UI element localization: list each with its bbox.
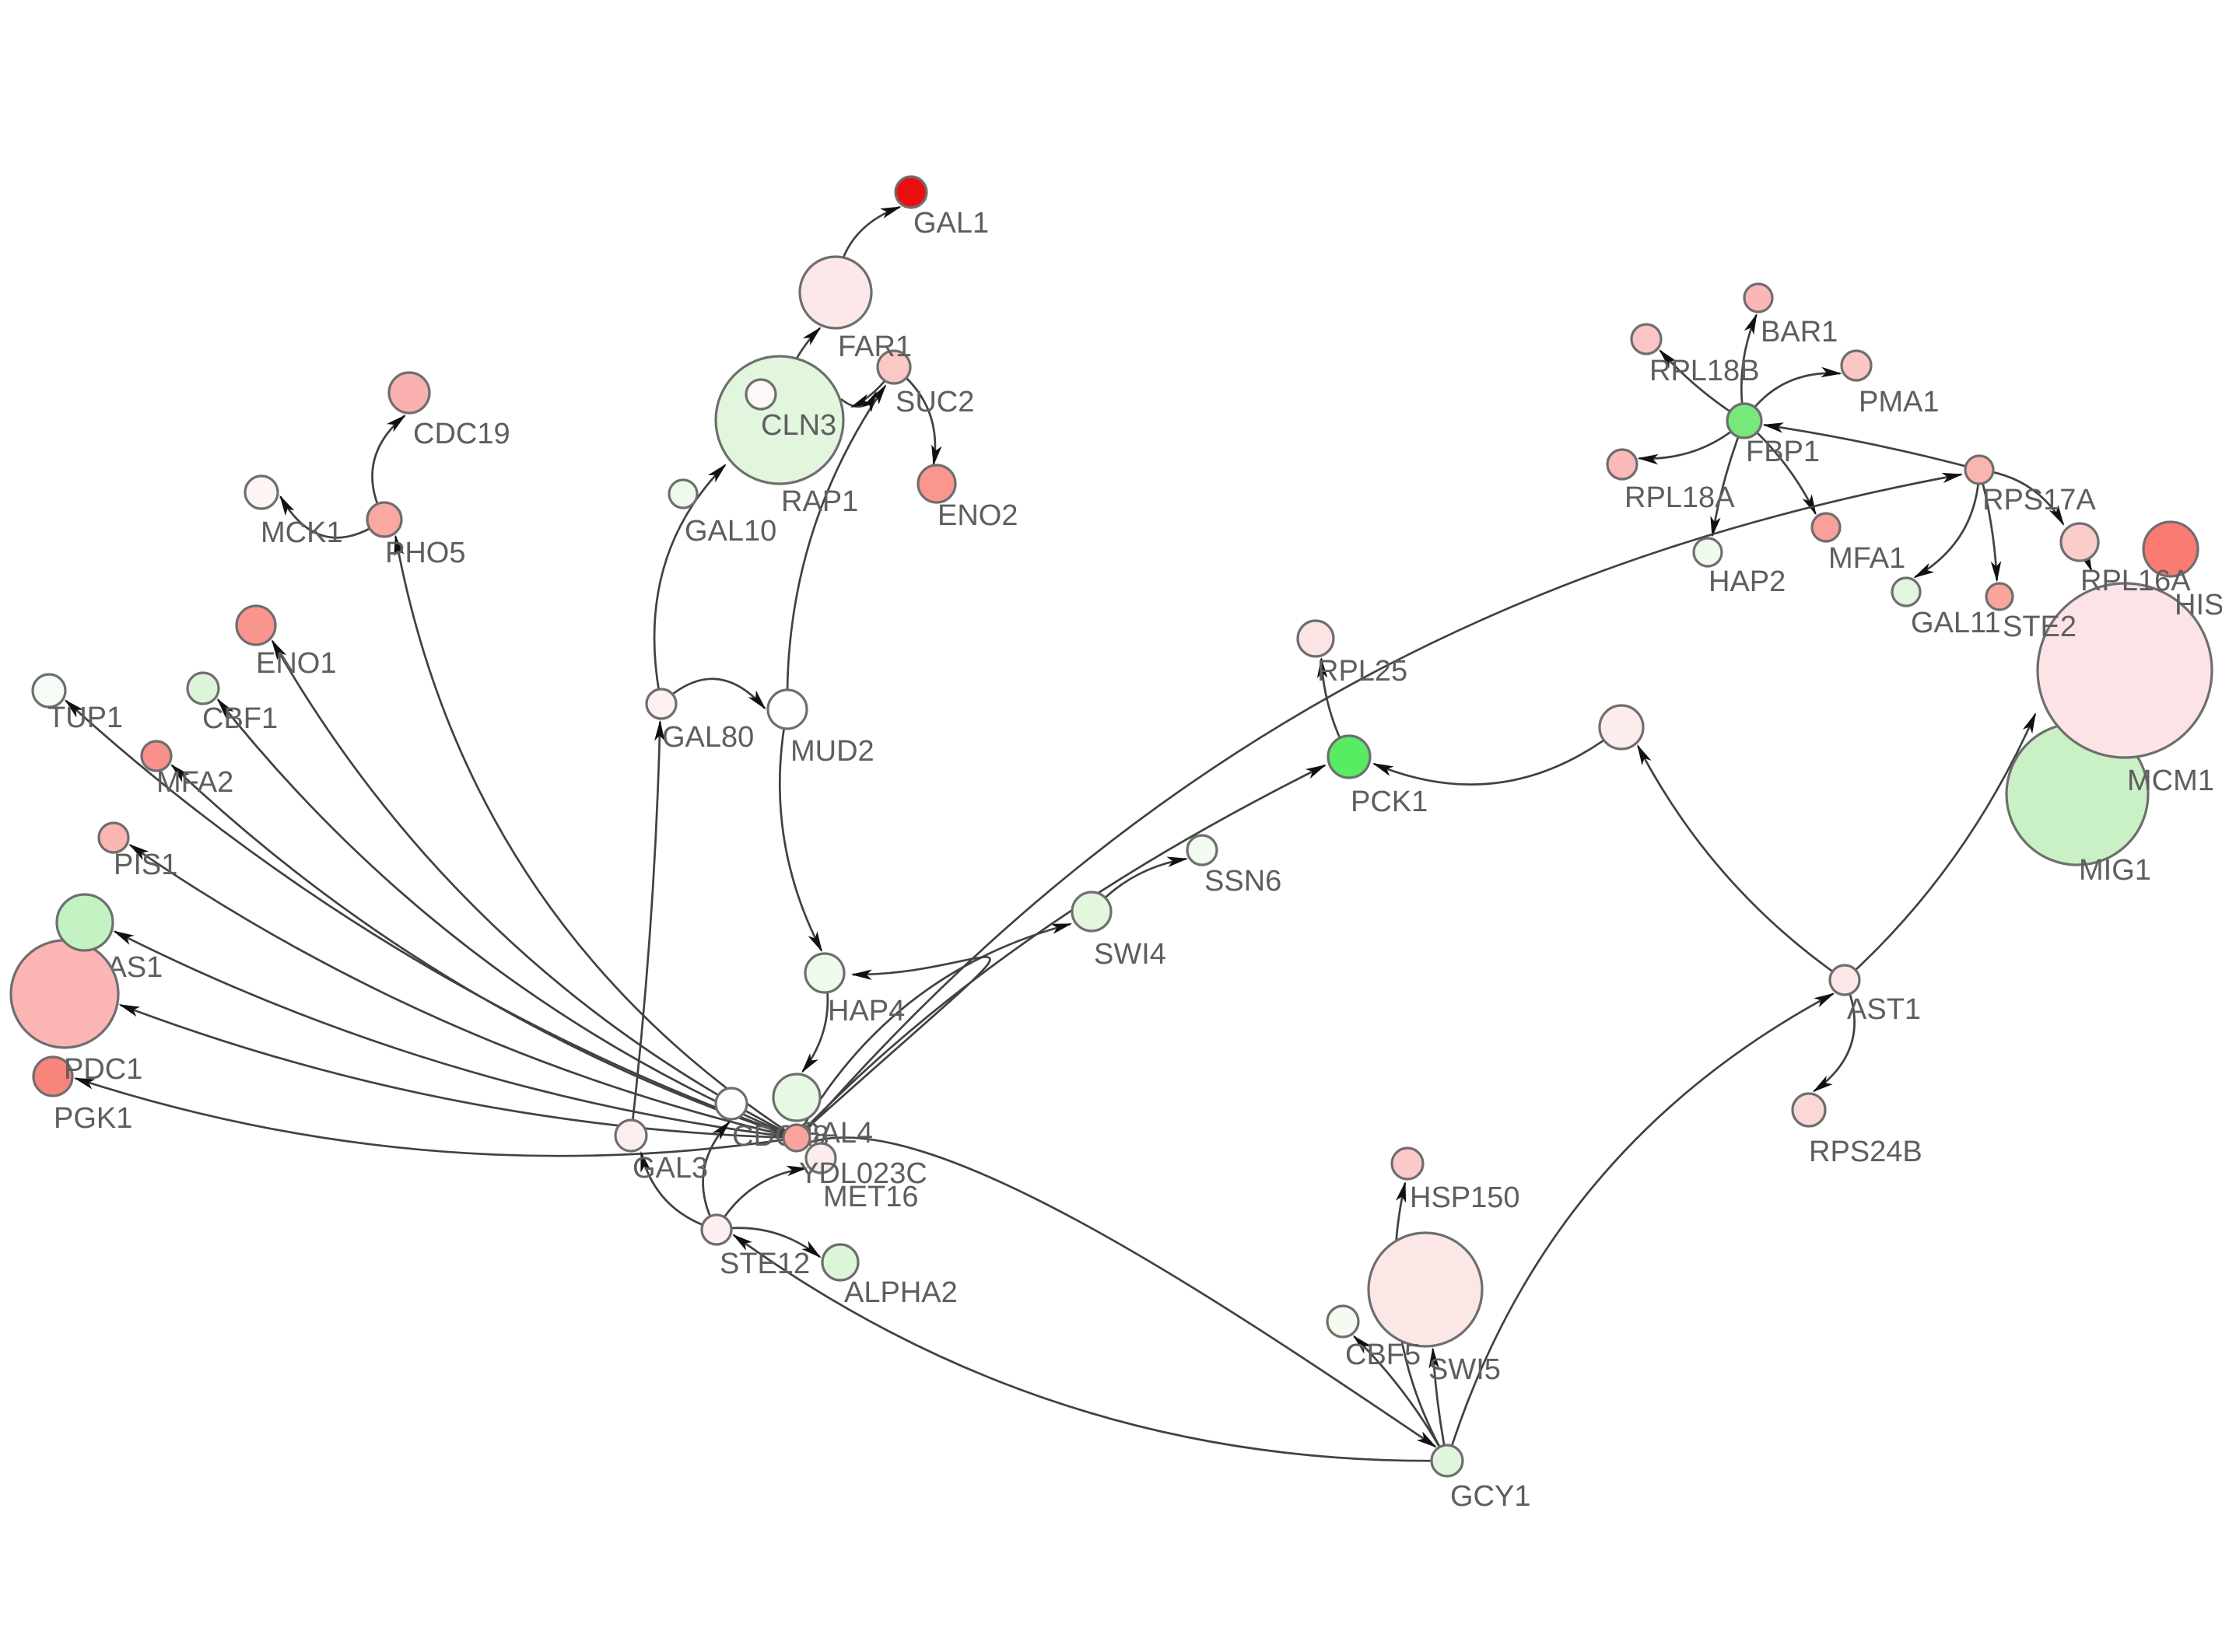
svg-text:HSP150: HSP150 xyxy=(1410,1181,1520,1214)
svg-text:GAL11: GAL11 xyxy=(1911,607,2000,639)
svg-text:GAL80: GAL80 xyxy=(662,721,754,754)
svg-text:MCK1: MCK1 xyxy=(261,516,343,549)
svg-text:SUC2: SUC2 xyxy=(895,386,974,418)
svg-text:FAR1: FAR1 xyxy=(838,331,912,363)
svg-text:SSN6: SSN6 xyxy=(1204,865,1281,898)
svg-text:CBF5: CBF5 xyxy=(1345,1339,1421,1371)
svg-text:HIS4: HIS4 xyxy=(2175,589,2222,621)
svg-text:STE12: STE12 xyxy=(720,1248,810,1280)
svg-text:ENO1: ENO1 xyxy=(256,647,336,680)
svg-text:MIG1: MIG1 xyxy=(2079,854,2151,887)
svg-text:MFA2: MFA2 xyxy=(156,766,233,799)
svg-text:RPL18A: RPL18A xyxy=(1624,481,1735,514)
svg-text:RPL25: RPL25 xyxy=(1317,655,1407,688)
svg-text:RPS17A: RPS17A xyxy=(1982,484,2096,516)
svg-text:SWI4: SWI4 xyxy=(1094,938,1166,971)
svg-text:PDC1: PDC1 xyxy=(64,1053,142,1086)
svg-text:RPL18B: RPL18B xyxy=(1649,355,1760,387)
svg-text:RPS24B: RPS24B xyxy=(1809,1136,1922,1168)
svg-text:TUP1: TUP1 xyxy=(47,702,123,734)
svg-text:GAL3: GAL3 xyxy=(633,1152,708,1185)
svg-text:ENO2: ENO2 xyxy=(938,499,1018,532)
svg-text:CDC19: CDC19 xyxy=(413,418,510,450)
svg-text:FBP1: FBP1 xyxy=(1746,436,1820,468)
svg-text:PHO5: PHO5 xyxy=(385,537,465,569)
svg-text:GCY1: GCY1 xyxy=(1450,1480,1530,1513)
svg-text:CLN3: CLN3 xyxy=(761,409,836,442)
svg-text:AST1: AST1 xyxy=(1847,993,1921,1026)
svg-text:SWI5: SWI5 xyxy=(1428,1353,1501,1386)
svg-text:STE2: STE2 xyxy=(2003,611,2077,643)
svg-text:PCK1: PCK1 xyxy=(1351,786,1428,818)
svg-text:MCM1: MCM1 xyxy=(2127,765,2214,797)
svg-text:GAL1: GAL1 xyxy=(913,207,989,240)
svg-text:RPL16A: RPL16A xyxy=(2080,565,2191,597)
svg-text:MUD2: MUD2 xyxy=(790,735,874,768)
svg-text:RAP1: RAP1 xyxy=(781,485,858,518)
svg-text:MET16: MET16 xyxy=(823,1181,918,1213)
svg-text:BAR1: BAR1 xyxy=(1761,316,1838,348)
svg-text:HAP2: HAP2 xyxy=(1709,565,1786,598)
svg-text:HAP4: HAP4 xyxy=(828,995,905,1027)
svg-text:YDL023C: YDL023C xyxy=(799,1157,927,1190)
svg-text:GAL10: GAL10 xyxy=(685,515,776,548)
svg-text:PGK1: PGK1 xyxy=(54,1102,132,1135)
svg-text:PMA1: PMA1 xyxy=(1859,386,1939,418)
svg-text:MFA1: MFA1 xyxy=(1828,542,1905,575)
svg-text:ALPHA2: ALPHA2 xyxy=(844,1276,958,1309)
svg-text:PIS1: PIS1 xyxy=(114,849,177,881)
svg-text:CBF1: CBF1 xyxy=(202,702,278,735)
